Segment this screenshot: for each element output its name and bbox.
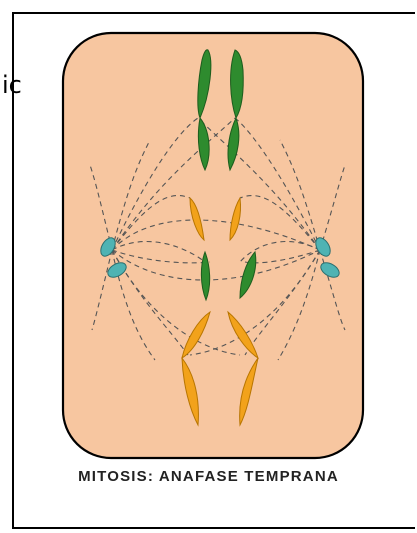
diagram-caption: MITOSIS: ANAFASE TEMPRANA xyxy=(0,468,417,485)
